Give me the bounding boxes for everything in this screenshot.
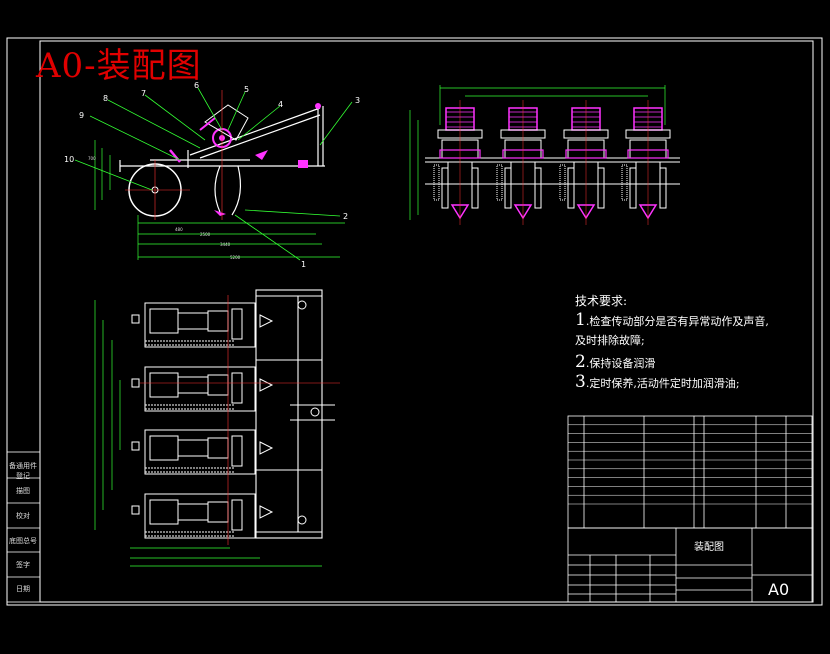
parts-list xyxy=(567,415,813,529)
seeder-row xyxy=(131,493,274,539)
side-table-cell-1: 备通用件登记 xyxy=(9,462,37,480)
balloon-1: 1 xyxy=(301,260,306,269)
sheet-size: A0 xyxy=(768,580,790,599)
seeder-row xyxy=(131,302,274,348)
seeder-unit xyxy=(433,100,483,225)
side-table-cell-6: 日期 xyxy=(16,585,30,593)
side-table-cell-4: 底图总号 xyxy=(9,537,37,545)
drawing-title: A0-装配图 xyxy=(36,46,202,86)
title-block xyxy=(567,527,813,603)
balloon-3: 3 xyxy=(355,96,360,105)
drawing-name: 装配图 xyxy=(694,542,724,553)
seeder-row xyxy=(131,366,274,412)
requirement-2-text: .保持设备润滑 xyxy=(585,357,656,370)
requirement-1: 1.检查传动部分是否有异常动作及声音, xyxy=(575,310,769,330)
front-view xyxy=(409,85,680,225)
outer-frame xyxy=(6,37,823,606)
svg-text:2500: 2500 xyxy=(200,232,211,237)
requirement-1-text: .检查传动部分是否有异常动作及声音, xyxy=(585,315,769,328)
top-view xyxy=(94,289,340,567)
seeder-row xyxy=(131,429,274,475)
requirement-3: 3.定时保养,活动件定时加润滑油; xyxy=(575,372,740,392)
seeder-unit xyxy=(559,100,609,225)
inner-frame xyxy=(39,40,814,603)
balloon-4: 4 xyxy=(278,100,283,109)
balloon-5: 5 xyxy=(244,85,249,94)
side-table xyxy=(6,451,41,603)
requirement-1-number: 1 xyxy=(575,310,586,330)
side-view: 480 2500 3440 5200 700 xyxy=(74,87,353,261)
balloon-10: 10 xyxy=(64,155,74,164)
side-table-cell-3: 校对 xyxy=(16,512,30,520)
requirement-2-number: 2 xyxy=(575,352,586,372)
balloon-8: 8 xyxy=(103,94,108,103)
svg-text:3440: 3440 xyxy=(220,242,231,247)
requirement-1-continued: 及时排除故障; xyxy=(575,334,645,347)
svg-text:700: 700 xyxy=(88,156,96,161)
requirements-heading: 技术要求: xyxy=(575,294,628,308)
svg-text:480: 480 xyxy=(175,227,183,232)
side-table-cell-2: 描图 xyxy=(16,487,30,495)
balloon-7: 7 xyxy=(141,89,146,98)
balloon-6: 6 xyxy=(194,81,199,90)
balloon-9: 9 xyxy=(79,111,84,120)
seeder-unit xyxy=(621,100,671,225)
requirement-3-text: .定时保养,活动件定时加润滑油; xyxy=(585,377,740,390)
seeder-unit xyxy=(496,100,546,225)
requirement-3-number: 3 xyxy=(575,372,586,392)
side-table-cell-5: 签字 xyxy=(16,561,30,569)
svg-text:5200: 5200 xyxy=(230,255,241,260)
requirement-2: 2.保持设备润滑 xyxy=(575,352,655,372)
balloon-labels: 1 2 3 4 5 6 7 8 9 10 xyxy=(64,81,360,269)
balloon-2: 2 xyxy=(343,212,348,221)
